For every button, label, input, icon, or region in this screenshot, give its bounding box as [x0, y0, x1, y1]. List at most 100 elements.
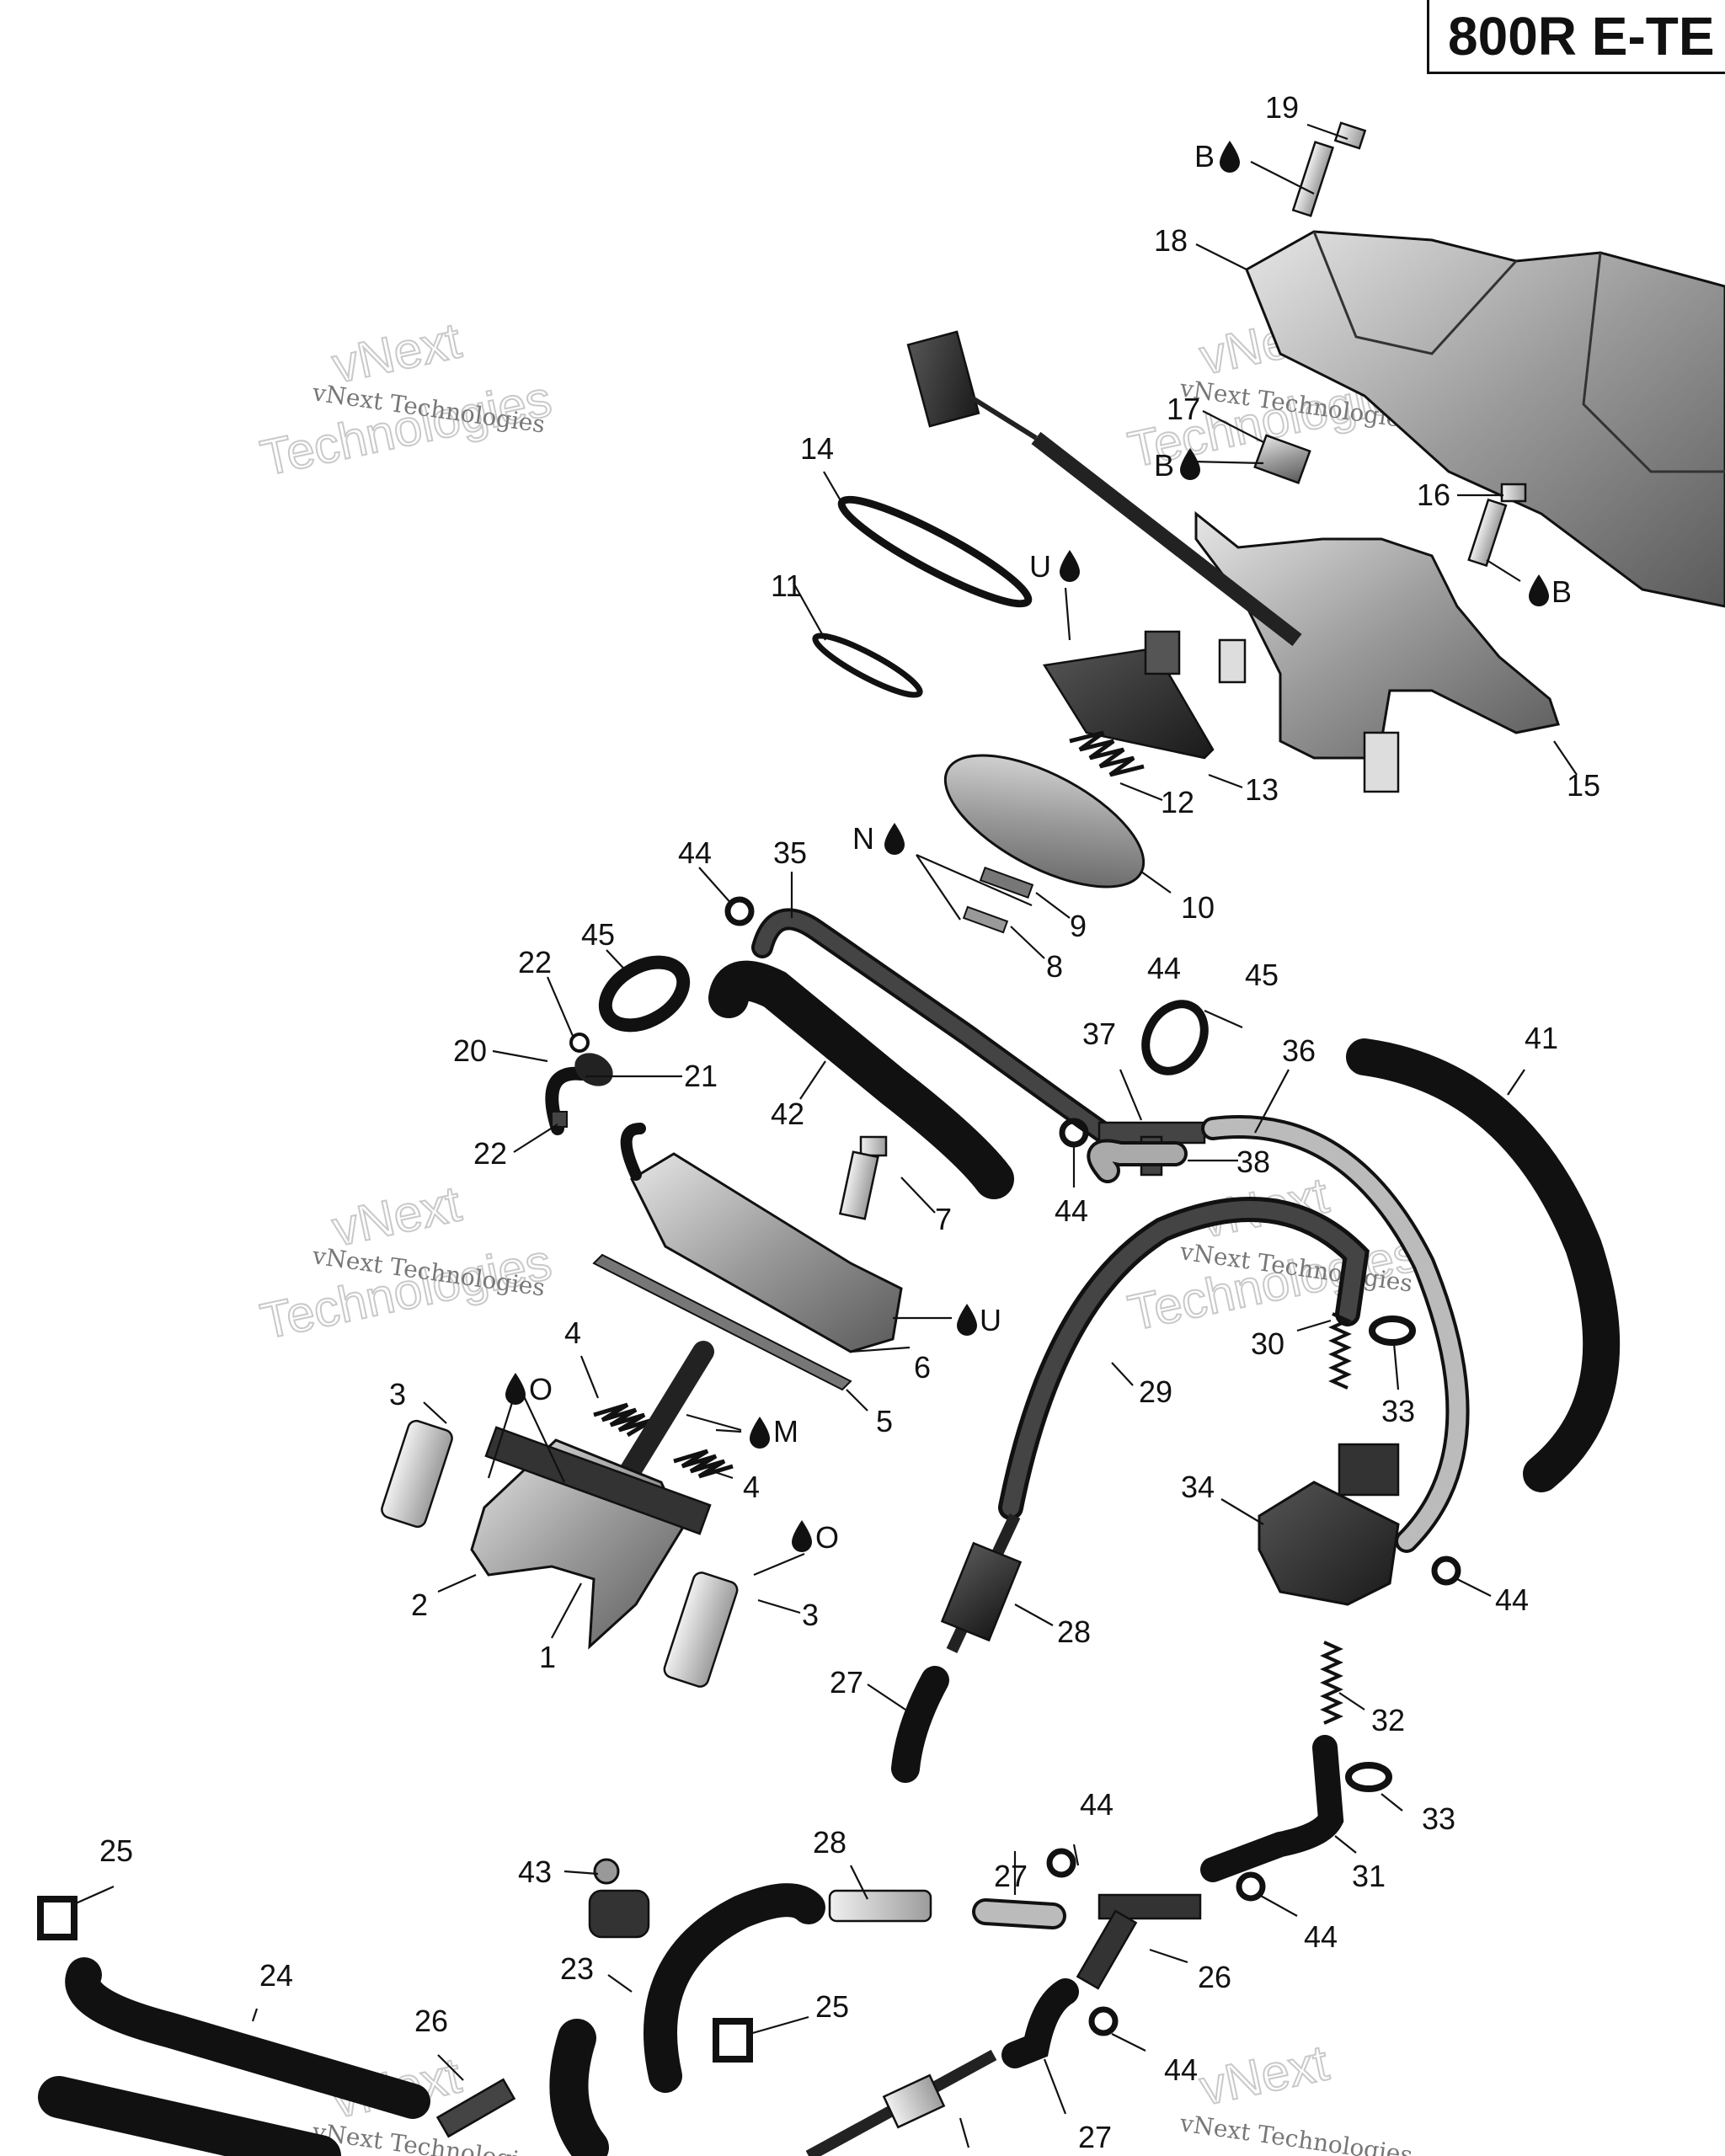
oil-drop-icon [1060, 550, 1080, 582]
watermark-text: vNext [328, 1175, 466, 1257]
watermark-1: vNext Technologies vNext Technologies [255, 311, 558, 487]
part-fitting-22 [551, 1111, 568, 1128]
part-sleeve-3 [663, 1572, 739, 1688]
callout-35: 35 [773, 835, 807, 870]
lube-letter: U [1029, 549, 1051, 584]
lube-markers: B B B U U N [505, 139, 1572, 1555]
lube-letter: O [529, 1372, 553, 1406]
callout-23: 23 [560, 1951, 594, 1986]
callout-29: 29 [1139, 1374, 1172, 1409]
callout-44f: 44 [1164, 2052, 1198, 2087]
lube-marker-n: N [852, 821, 905, 856]
part-bolt-16 [1467, 483, 1527, 568]
callout-44: 44 [678, 835, 712, 870]
callout-4: 4 [564, 1315, 581, 1350]
part-cover [1245, 230, 1725, 608]
part-gasket-5 [592, 1253, 852, 1391]
watermark-3: vNext Technologies vNext Technologies [255, 1174, 558, 1350]
callout-labels: 1 2 3 3 4 4 5 6 7 8 9 10 11 12 13 14 15 … [99, 90, 1600, 2154]
lube-marker-b2: B [1154, 448, 1200, 483]
lube-letter: B [1194, 139, 1215, 173]
callout-42: 42 [771, 1097, 804, 1131]
part-plate-10 [943, 754, 1146, 889]
callout-10: 10 [1181, 890, 1215, 925]
lube-letter: B [1551, 574, 1572, 609]
part-hose-27-lower-inner [975, 1902, 1063, 1926]
part-housing [1194, 510, 1560, 760]
part-hose-27-lower-b [1001, 1978, 1079, 2068]
callout-2: 2 [411, 1588, 428, 1622]
part-clamp-44 [1431, 1556, 1461, 1586]
part-fitting-21 [574, 1053, 613, 1086]
part-sensor-cable [906, 330, 1302, 647]
part-elbow-38-inner [1090, 1142, 1184, 1180]
callout-33b: 33 [1422, 1801, 1455, 1836]
lube-letter: O [815, 1520, 839, 1555]
callout-27: 27 [830, 1665, 863, 1700]
model-title-box: 800R E-TE [1427, 0, 1725, 74]
watermark-6: vNext vNext Technologies [1178, 2033, 1414, 2156]
oil-drop-icon [1180, 448, 1200, 480]
callout-27c: 27 [1078, 2120, 1112, 2154]
callout-44b: 44 [1055, 1193, 1088, 1228]
part-clamp-25 [713, 2018, 753, 2063]
part-spring-12 [1069, 730, 1145, 777]
callout-6: 6 [914, 1350, 931, 1385]
part-tee-26-lower [435, 2078, 516, 2138]
callout-15: 15 [1567, 768, 1600, 803]
part-fitting-22 [569, 1033, 590, 1053]
leader-lines [75, 123, 1578, 2148]
part-valve-body-bar [484, 1426, 712, 1535]
part-clamp-45 [1141, 1000, 1209, 1075]
oil-drop-icon [884, 823, 905, 855]
part-shaft [612, 1341, 714, 1493]
callout-37: 37 [1082, 1017, 1116, 1051]
lube-marker-u1: U [1029, 549, 1080, 584]
lube-marker-b1: B [1194, 139, 1240, 173]
callout-4b: 4 [743, 1470, 760, 1504]
callout-43: 43 [518, 1854, 552, 1889]
part-bolt-7 [838, 1135, 888, 1220]
part-cover-ridge [1582, 252, 1725, 473]
callout-1: 1 [539, 1640, 556, 1674]
part-clamp-44 [724, 896, 755, 926]
oil-drop-icon [792, 1520, 812, 1552]
part-diaphragm [1042, 647, 1215, 760]
part-hose-23 [644, 1883, 825, 2093]
part-clamp-33 [1369, 1315, 1416, 1346]
part-pin-9 [979, 866, 1034, 899]
callout-13: 13 [1245, 772, 1279, 807]
callout-16: 16 [1417, 478, 1450, 512]
part-hose-24 [65, 1957, 430, 2119]
part-spring-30 [1328, 1312, 1352, 1390]
part-bolt-19 [1291, 121, 1367, 217]
part-clamp-44 [1046, 1848, 1076, 1878]
oil-drop-icon [957, 1304, 977, 1336]
callout-38: 38 [1236, 1145, 1270, 1179]
callout-36: 36 [1282, 1033, 1316, 1068]
callout-25b: 25 [815, 1989, 849, 2024]
callout-14: 14 [800, 431, 834, 466]
callout-17: 17 [1167, 392, 1200, 426]
part-clamp-33 [1345, 1762, 1392, 1792]
callout-31: 31 [1352, 1859, 1386, 1893]
part-spring-32 [1320, 1641, 1343, 1725]
callout-22: 22 [518, 945, 552, 979]
lube-marker-o1: O [505, 1372, 553, 1406]
callout-25: 25 [99, 1833, 133, 1868]
callout-3: 3 [389, 1377, 406, 1412]
lube-letter: N [852, 821, 874, 856]
part-filter-lower-b [805, 2049, 997, 2156]
callout-45b: 45 [1245, 958, 1279, 992]
lube-marker-o2: O [792, 1520, 839, 1555]
lube-marker-u2: U [957, 1303, 1001, 1337]
callout-30: 30 [1251, 1326, 1284, 1361]
callout-44c: 44 [1495, 1582, 1529, 1617]
oil-drop-icon [750, 1417, 770, 1449]
watermark-text: vNext [1195, 2034, 1333, 2116]
callout-33: 33 [1381, 1394, 1415, 1428]
callout-9: 9 [1070, 909, 1087, 943]
part-hose-31 [1200, 1735, 1344, 1882]
lube-marker-b3: B [1529, 574, 1572, 609]
